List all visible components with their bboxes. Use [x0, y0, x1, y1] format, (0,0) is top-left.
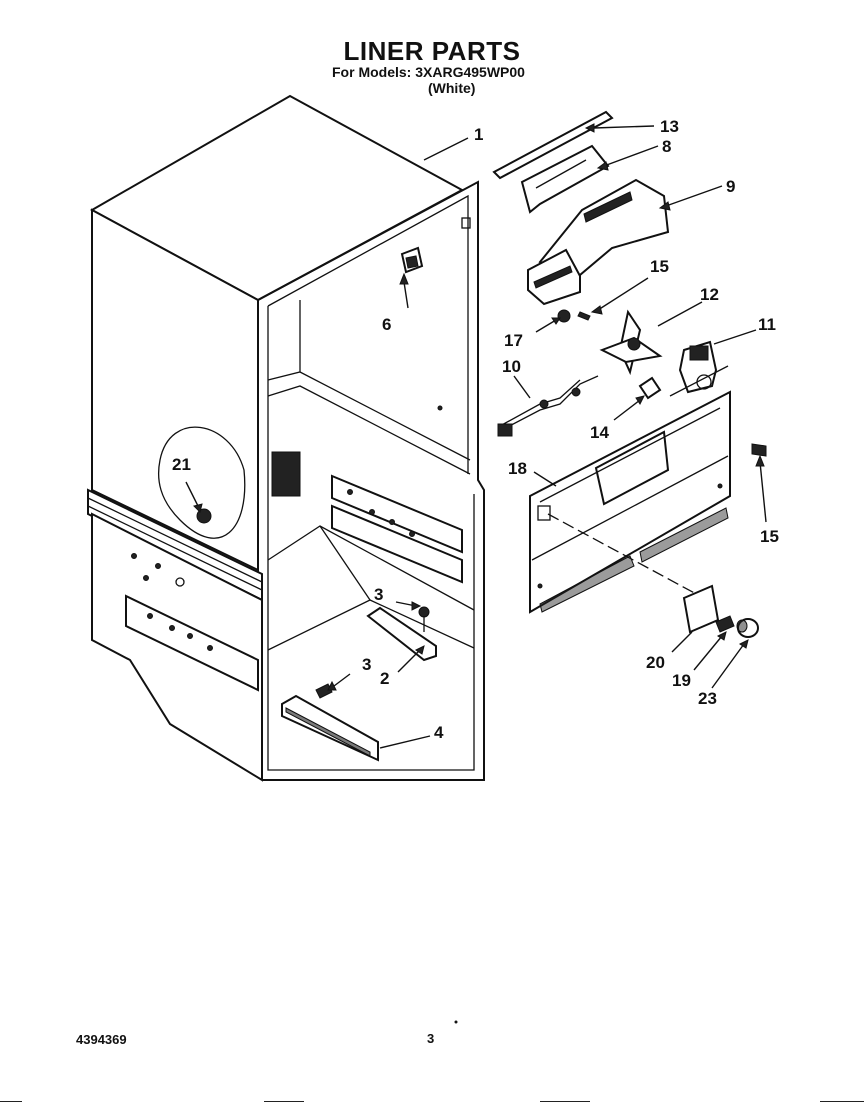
callout-15-lower: 15: [760, 527, 779, 546]
callout-6: 6: [382, 315, 391, 334]
callout-2: 2: [380, 669, 389, 688]
color-line: (White): [428, 80, 476, 96]
callout-18: 18: [508, 459, 527, 478]
wiring-harness-part-10: [497, 375, 599, 437]
bottom-rule-left: [0, 1101, 22, 1102]
screw-part-17: [557, 309, 571, 323]
page-title: LINER PARTS: [343, 36, 521, 66]
callout-20: 20: [646, 653, 665, 672]
liner-body: [87, 94, 485, 782]
callouts: 1 13 8 9 15 12 11 6 17 10 14 18 15 21 3 …: [172, 117, 779, 742]
callout-9: 9: [726, 177, 735, 196]
models-line: For Models: 3XARG495WP00: [332, 64, 525, 80]
channel-part-8: [520, 144, 610, 214]
clip-part-6: [400, 246, 424, 274]
callout-23: 23: [698, 689, 717, 708]
screw-part-15-lower: [751, 443, 767, 457]
callout-3-lower: 3: [362, 655, 371, 674]
leader-lines: [185, 123, 767, 749]
callout-3-upper: 3: [374, 585, 383, 604]
callout-1: 1: [474, 125, 483, 144]
callout-8: 8: [662, 137, 671, 156]
callout-15-upper: 15: [650, 257, 669, 276]
bottom-rule-center: [264, 1101, 304, 1102]
screw-part-3-upper: [418, 606, 430, 618]
switch-plate-part-20: [682, 584, 720, 634]
fan-motor-bracket-part-11: [669, 340, 729, 397]
callout-21: 21: [172, 455, 191, 474]
callout-11: 11: [758, 315, 776, 334]
callout-4: 4: [434, 723, 444, 742]
callout-13: 13: [660, 117, 679, 136]
cover-panel-part-18: [529, 390, 731, 614]
callout-17: 17: [504, 331, 523, 350]
callout-10: 10: [502, 357, 521, 376]
callout-14: 14: [590, 423, 609, 442]
callout-12: 12: [700, 285, 719, 304]
grille-part-4: [281, 694, 379, 762]
page-number: 3: [427, 1031, 435, 1046]
fan-blade-part-12: [599, 309, 663, 376]
bottom-rule-far-right: [820, 1101, 864, 1102]
gasket-strip: [492, 110, 614, 180]
document-number: 4394369: [76, 1032, 127, 1047]
bottom-rule-right: [540, 1101, 590, 1102]
screw-part-3-lower: [315, 683, 333, 699]
bracket-part-2: [366, 606, 437, 662]
callout-19: 19: [672, 671, 691, 690]
motor-shaft-part-14: [638, 376, 662, 400]
screw-part-19: [715, 615, 735, 633]
